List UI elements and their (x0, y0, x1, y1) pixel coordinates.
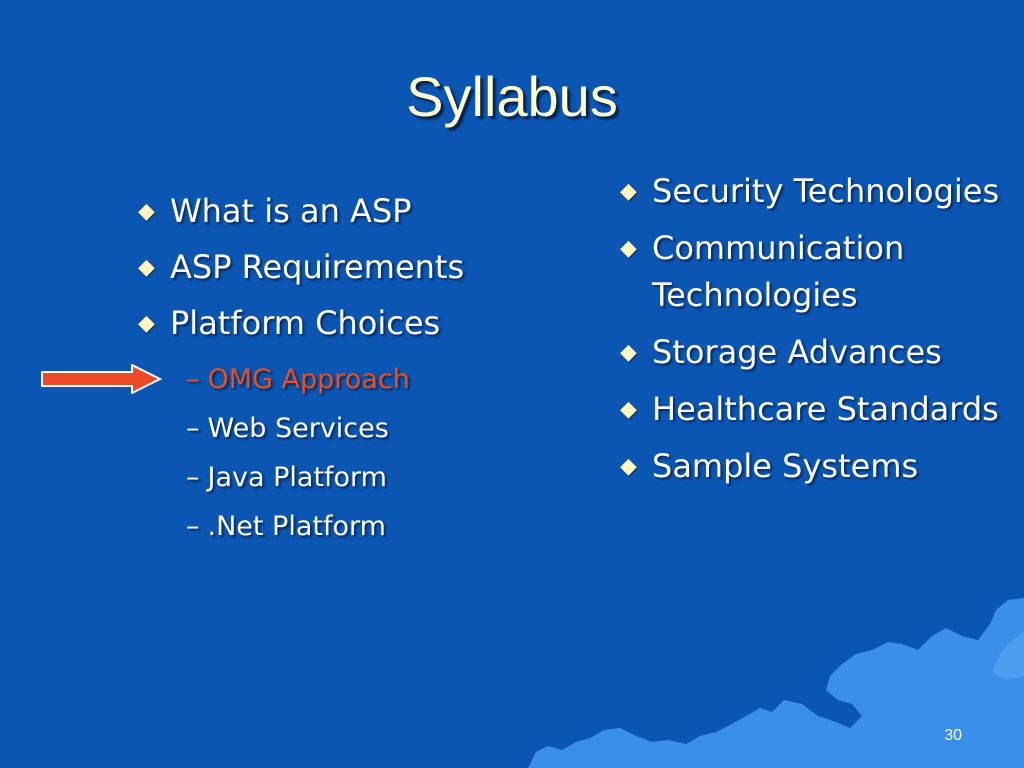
diamond-bullet-icon: ◆ (138, 199, 155, 224)
diamond-bullet-icon: ◆ (620, 236, 637, 261)
bullet-label: Healthcare Standards (652, 390, 999, 428)
bullet-label: Sample Systems (652, 447, 919, 485)
bullet-item: ◆ Storage Advances (612, 329, 1012, 376)
bullet-item: ◆ Platform Choices (130, 299, 570, 347)
bullet-item: ◆ Sample Systems (612, 443, 1012, 490)
left-bullet-list: ◆ What is an ASP ◆ ASP Requirements ◆ Pl… (130, 187, 570, 551)
sub-item-label: Web Services (207, 413, 389, 444)
right-bullet-list: ◆ Security Technologies ◆ Communication … (612, 168, 1012, 500)
sub-dash: – (186, 413, 200, 444)
slide-title: Syllabus (406, 65, 618, 128)
bullet-label: Storage Advances (652, 333, 942, 371)
sub-dash: – (186, 511, 200, 542)
sub-item-label: .Net Platform (207, 511, 386, 542)
bullet-label: Security Technologies (652, 172, 1000, 210)
bullet-item: ◆ Communication Technologies (612, 225, 1012, 319)
sub-item-label: Java Platform (207, 462, 387, 493)
sub-item-label: OMG Approach (207, 364, 410, 395)
bullet-label: Communication Technologies (652, 229, 905, 314)
bullet-label: Platform Choices (170, 304, 441, 342)
sub-item: –Java Platform (186, 453, 570, 502)
diamond-bullet-icon: ◆ (138, 255, 155, 280)
diamond-bullet-icon: ◆ (620, 454, 637, 479)
right-arrow-icon (41, 364, 162, 394)
sub-item-highlighted: –OMG Approach (186, 355, 570, 404)
diamond-bullet-icon: ◆ (138, 311, 155, 336)
sub-item: –.Net Platform (186, 502, 570, 551)
diamond-bullet-icon: ◆ (620, 340, 637, 365)
sub-dash: – (186, 364, 200, 395)
bullet-item: ◆ Healthcare Standards (612, 386, 1012, 433)
bullet-label: What is an ASP (170, 192, 412, 230)
page-number: 30 (944, 727, 962, 744)
bullet-item: ◆ What is an ASP (130, 187, 570, 235)
bullet-item: ◆ ASP Requirements (130, 243, 570, 291)
sub-item: –Web Services (186, 404, 570, 453)
bullet-label: ASP Requirements (170, 248, 465, 286)
diamond-bullet-icon: ◆ (620, 397, 637, 422)
sub-dash: – (186, 462, 200, 493)
diamond-bullet-icon: ◆ (620, 179, 637, 204)
bullet-item: ◆ Security Technologies (612, 168, 1012, 215)
